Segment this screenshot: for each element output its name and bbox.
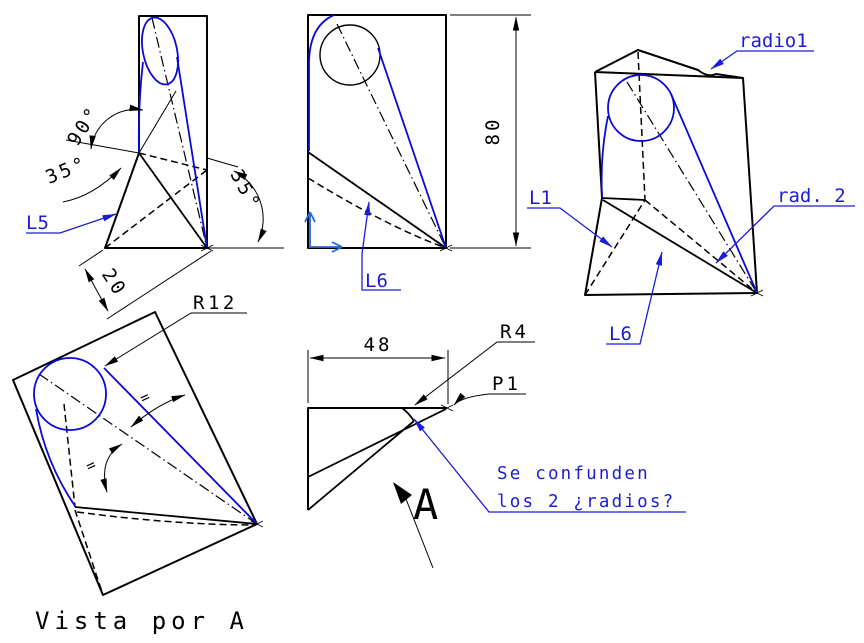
- vista-a-hidden-edge-1: [74, 509, 104, 596]
- iso-view-blue-edge: [670, 93, 758, 294]
- dim-20-label: 20: [97, 265, 131, 301]
- dim-48-label: 48: [364, 334, 393, 356]
- angle-35-right-leg: [206, 157, 239, 168]
- front-view-outline: [307, 14, 447, 249]
- iso-view-outline: [584, 71, 758, 296]
- angle-35-right-arc: [233, 170, 267, 243]
- vista-a-hidden-edge-2: [102, 523, 258, 596]
- detail-fillet-arc: [401, 407, 415, 422]
- iso-view-hidden-edge-l1: [584, 199, 646, 296]
- label-l5-leader: [26, 213, 117, 234]
- angle-35-right-label: 35°: [225, 166, 265, 215]
- view-a-arrow-tail: [405, 498, 434, 569]
- front-view-blue-curve: [308, 14, 335, 151]
- label-radio1-leader: [710, 50, 814, 70]
- vista-a-hidden-vertical: [63, 403, 76, 508]
- label-l5: L5: [26, 212, 49, 234]
- vista-a-hidden-edge-3: [76, 511, 257, 526]
- iso-view: radio1 rad. 2 L1 L6: [527, 30, 855, 345]
- angle-35-left-arc: [62, 167, 122, 203]
- dim-20-extension-short: [78, 249, 104, 267]
- equal-angle-arc-2: [100, 443, 123, 493]
- vista-a-blue-curve: [35, 408, 76, 507]
- vista-a-front-edge: [74, 506, 258, 525]
- angle-90-arc: [89, 104, 144, 150]
- label-l6-front-leader: [361, 201, 401, 291]
- vista-a-blue-edge: [103, 367, 258, 525]
- side-view-outline: [104, 15, 208, 249]
- side-view-hidden-edge-2: [104, 169, 208, 249]
- dim-80-label: 80: [482, 117, 504, 146]
- label-r12: R12: [193, 292, 238, 314]
- side-view-hidden-edge-1: [138, 152, 208, 171]
- label-l6-iso-leader: [606, 251, 663, 345]
- vista-a-outline: [12, 311, 258, 596]
- corner-point-marker: [750, 289, 764, 297]
- vista-a-centerline: [38, 373, 258, 525]
- iso-view-hidden-vertical: [637, 51, 646, 201]
- label-l6-iso: L6: [609, 323, 632, 345]
- detail-view: 48 R4 P1 Se confunden los 2 ¿radios? A: [307, 321, 686, 569]
- iso-view-blue-circle: [607, 74, 675, 142]
- side-view: 90° 35° 35° 20 L5: [26, 15, 284, 320]
- side-view-centerline: [151, 17, 208, 249]
- note-leader: [413, 418, 686, 513]
- vista-a-view: = = R12: [12, 292, 264, 596]
- iso-view-hidden-edge-2: [644, 199, 758, 294]
- corner-point-marker: [439, 244, 453, 252]
- equal-mark-2: =: [83, 455, 99, 475]
- angle-35-left-label: 35°: [43, 152, 91, 189]
- label-l1-leader: [527, 207, 613, 248]
- ucs-axes-icon: [304, 211, 343, 253]
- label-rad2-leader: [715, 205, 855, 264]
- vista-a-blue-circle: [33, 357, 107, 431]
- dim-20-line: [84, 268, 109, 312]
- angle-90-label: 90°: [63, 102, 105, 150]
- detail-slant-upper: [307, 408, 447, 478]
- front-view-blue-edge: [377, 47, 447, 249]
- iso-view-centerline: [626, 81, 758, 294]
- label-r4: R4: [500, 321, 529, 343]
- dim-20-extension-long: [106, 250, 212, 320]
- iso-view-blue-curve: [600, 115, 609, 198]
- note-line-2: los 2 ¿radios?: [497, 492, 675, 512]
- front-view: 80 L6: [304, 14, 531, 292]
- label-l6-front: L6: [365, 270, 388, 292]
- iso-view-shelf-edge: [601, 197, 646, 201]
- label-r12-leader: [104, 312, 247, 367]
- tip-point-marker: [440, 404, 454, 412]
- corner-point-marker: [250, 520, 264, 528]
- detail-slant-lower: [307, 420, 415, 511]
- front-view-circle: [319, 24, 381, 86]
- side-view-blue-edge: [176, 56, 208, 249]
- label-r4-leader: [414, 341, 535, 406]
- view-caption: Vista por A: [35, 607, 249, 635]
- label-radio1: radio1: [739, 30, 808, 52]
- iso-view-top-face: [594, 49, 744, 79]
- view-a-arrowhead: [393, 482, 412, 504]
- equal-angle-arc-1: [130, 394, 186, 428]
- label-p1: P1: [492, 373, 521, 395]
- label-rad2: rad. 2: [777, 185, 846, 207]
- front-view-centerline: [336, 23, 447, 249]
- iso-view-edge-solid: [602, 199, 758, 294]
- front-view-edge-solid: [307, 151, 447, 249]
- label-p1-leader: [453, 392, 526, 406]
- side-view-edge-solid: [138, 152, 208, 249]
- side-view-hole-ellipse: [141, 16, 179, 86]
- label-l1: L1: [529, 187, 552, 209]
- view-a-letter: A: [413, 480, 438, 529]
- note-line-1: Se confunden: [497, 464, 650, 484]
- angle-90-leg-1: [138, 90, 177, 154]
